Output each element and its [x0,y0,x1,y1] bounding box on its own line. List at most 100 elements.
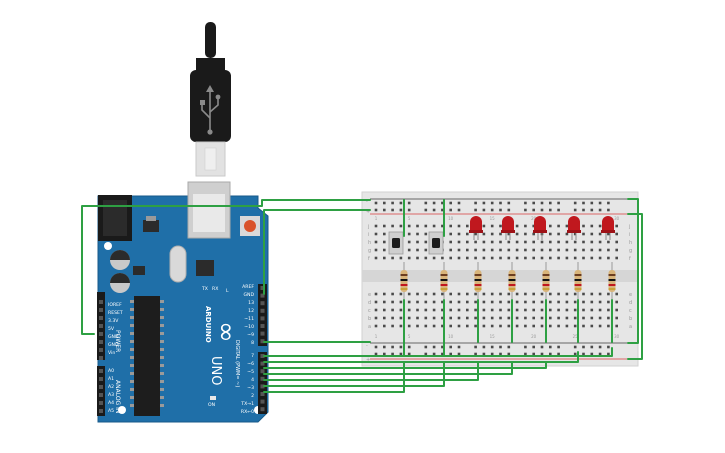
header-pin[interactable] [99,393,103,397]
header-pin[interactable] [99,316,103,320]
header-pin[interactable] [260,354,265,358]
header-pin[interactable] [99,300,103,304]
row-label: c [368,308,371,314]
led-red[interactable] [533,216,547,240]
wire-rail-bridge-right-plus[interactable] [627,213,643,360]
header-pin[interactable] [99,308,103,312]
header-pin[interactable] [99,385,103,389]
column-number: 15 [490,334,496,339]
pin-label: 12 [248,308,254,314]
digital-section-title: DIGITAL (PWM= ~) [234,340,240,387]
resistor[interactable] [440,262,448,302]
pin-label: A0 [108,368,114,374]
header-pin[interactable] [260,339,265,344]
digital-header-top[interactable] [258,284,267,346]
led-red[interactable] [601,216,615,240]
header-pin[interactable] [99,369,103,373]
header-pin[interactable] [99,348,103,352]
pin-label: 5V [108,326,115,332]
led-red[interactable] [501,216,515,240]
header-pin[interactable] [260,301,265,306]
pin-label: ~9 [247,332,254,338]
l-led-label: L [226,288,229,294]
pin-label: RESET [108,310,123,316]
column-number: 10 [448,216,454,221]
header-pin[interactable] [260,399,265,404]
crystal-oscillator [169,245,187,283]
led-red[interactable] [567,216,581,240]
row-label: b [368,316,371,322]
resistor[interactable] [474,262,482,302]
wire-button-2[interactable] [263,361,445,387]
column-number: 10 [448,334,454,339]
row-label: d [368,300,371,306]
header-pin[interactable] [99,340,103,344]
usb-icon [200,85,221,135]
wire-gnd-rail[interactable] [263,209,371,295]
header-pin[interactable] [99,401,103,405]
header-pin[interactable] [260,324,265,328]
pin-label: ~11 [244,316,254,322]
header-pin[interactable] [260,369,265,374]
column-number: 1 [375,334,378,339]
pushbutton[interactable] [388,231,404,255]
pin-label: GND [243,292,254,298]
pin-label: ~3 [247,385,254,391]
on-led [210,396,216,400]
header-pin[interactable] [260,293,265,298]
row-label: a [368,324,371,330]
header-pin[interactable] [99,377,103,381]
row-label: h [368,240,371,246]
row-label: d [629,300,632,306]
header-pin[interactable] [260,331,265,336]
pin-label: RX←0 [241,409,254,415]
header-pin[interactable] [260,376,265,381]
header-pin[interactable] [260,361,265,366]
digital-header-bottom[interactable] [258,352,267,414]
column-number: 15 [490,216,496,221]
pushbutton[interactable] [428,231,444,255]
analog-header[interactable] [97,366,105,416]
header-pin[interactable] [260,384,265,389]
wire-led-5[interactable] [263,347,613,357]
pin-label: A2 [108,384,114,390]
header-pin[interactable] [260,316,265,321]
resistor[interactable] [400,262,408,302]
wire-button-1[interactable] [263,361,405,393]
resistor[interactable] [608,262,616,302]
row-label: f [629,256,631,262]
row-label: h [629,240,632,246]
header-pin[interactable] [99,356,103,360]
usb-cable[interactable] [190,22,231,177]
rx-led-label: RX [212,286,218,292]
pin-label: 13 [248,300,254,306]
led-red[interactable] [469,216,483,240]
wire-led-3[interactable] [263,361,547,369]
row-label: g [629,248,632,254]
header-pin[interactable] [99,332,103,336]
header-pin[interactable] [99,409,103,413]
column-number: 5 [408,334,411,339]
small-chip [133,266,145,275]
wire-5v-rail[interactable] [81,199,371,335]
rail-minus-label: - [366,343,368,349]
rail-minus-label: - [366,199,368,205]
row-label: e [629,292,632,298]
header-pin[interactable] [260,407,265,412]
resistor[interactable] [542,262,550,302]
header-pin[interactable] [99,324,103,328]
breadboard-holes[interactable] [374,201,618,356]
resistor[interactable] [574,262,582,302]
resistor[interactable] [508,262,516,302]
wire-led-2[interactable] [263,361,513,375]
wire-rail-bridge-right[interactable] [627,198,639,344]
row-label: j [628,224,630,230]
header-pin[interactable] [260,392,265,396]
pin-label: GND [108,334,119,340]
voltage-regulator [143,220,159,232]
header-pin[interactable] [260,286,265,290]
header-pin[interactable] [260,308,265,313]
arduino-uno-board[interactable]: ∞ ARDUINO UNO POWER ANALOG IN DIGITAL (P… [97,181,269,423]
